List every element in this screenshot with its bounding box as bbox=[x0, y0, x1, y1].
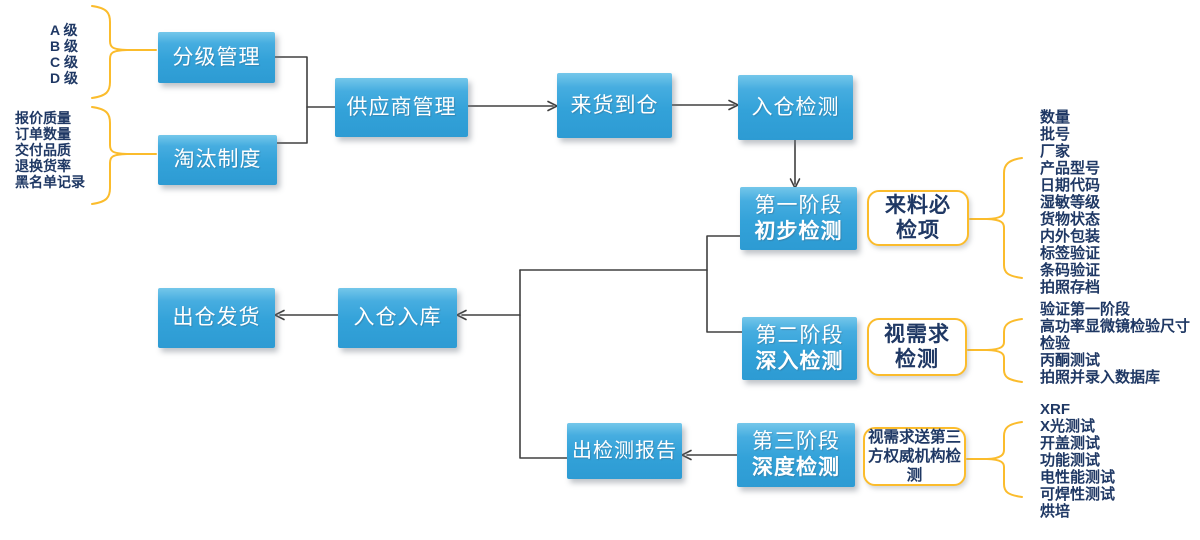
list-item: 视需求 bbox=[884, 323, 950, 346]
list-item: 检验 bbox=[1040, 335, 1071, 352]
connector-stage1-stage2 bbox=[706, 235, 743, 333]
connector-grading-elimination bbox=[274, 56, 308, 144]
list-item: 厂家 bbox=[1040, 143, 1071, 160]
list-item: 拍照存档 bbox=[1040, 279, 1101, 296]
node-inbound-inspection: 入仓检测 bbox=[738, 75, 853, 140]
list-item: 标签验证 bbox=[1040, 245, 1101, 262]
list-item: 验证第一阶段 bbox=[1040, 301, 1131, 318]
node-stage3: 第三阶段 深度检测 bbox=[737, 423, 855, 487]
list-item: 黑名单记录 bbox=[15, 174, 85, 190]
list-item: 视需求送第三 bbox=[867, 429, 961, 446]
node-inspection-report: 出检测报告 bbox=[567, 423, 682, 479]
node-stage1: 第一阶段 初步检测 bbox=[740, 187, 857, 250]
list-item: X光测试 bbox=[1040, 418, 1096, 435]
callout-must-check-items: 来料必检项 bbox=[867, 190, 969, 246]
list-item: 可焊性测试 bbox=[1040, 486, 1116, 503]
list-item: 丙酮测试 bbox=[1040, 352, 1101, 369]
callout-third-party-inspection: 视需求送第三方权威机构检测 bbox=[863, 427, 966, 486]
stage2-checklist: 验证第一阶段高功率显微镜检验尺寸检验丙酮测试拍照并录入数据库 bbox=[1040, 301, 1190, 386]
brace-stage3-list bbox=[986, 421, 1023, 498]
stage1-checklist: 数量批号厂家产品型号日期代码湿敏等级货物状态内外包装标签验证条码验证拍照存档 bbox=[1040, 109, 1100, 296]
node-stage2: 第二阶段 深入检测 bbox=[742, 317, 857, 380]
list-item: 数量 bbox=[1040, 109, 1071, 126]
list-item: 退换货率 bbox=[15, 158, 71, 174]
list-item: 湿敏等级 bbox=[1040, 194, 1101, 211]
connector-junction-vertical bbox=[519, 269, 568, 459]
list-item: 条码验证 bbox=[1040, 262, 1101, 279]
list-item: 日期代码 bbox=[1040, 177, 1101, 194]
brace-grades bbox=[91, 5, 128, 99]
list-item: 功能测试 bbox=[1040, 452, 1101, 469]
brace-stage2-list bbox=[986, 318, 1023, 383]
list-item: A 级 bbox=[50, 22, 78, 38]
list-item: 开盖测试 bbox=[1040, 435, 1101, 452]
list-item: C 级 bbox=[50, 54, 78, 70]
stage3-line2: 深度检测 bbox=[752, 456, 840, 479]
stage2-line2: 深入检测 bbox=[755, 349, 844, 373]
arrowhead-report bbox=[681, 449, 692, 461]
brace-criteria bbox=[91, 106, 128, 205]
list-item: 报价质量 bbox=[15, 110, 71, 126]
list-item: 烘培 bbox=[1040, 503, 1071, 520]
node-supplier-management: 供应商管理 bbox=[335, 78, 468, 137]
list-item: 交付品质 bbox=[15, 142, 71, 158]
node-outbound-shipping: 出仓发货 bbox=[158, 288, 275, 348]
stage1-line2: 初步检测 bbox=[754, 219, 843, 243]
node-grading: 分级管理 bbox=[158, 32, 275, 83]
stage2-line1: 第二阶段 bbox=[755, 323, 844, 347]
list-item: 产品型号 bbox=[1040, 160, 1101, 177]
flow-connectors bbox=[274, 56, 801, 461]
list-item: 货物状态 bbox=[1040, 211, 1101, 228]
list-item: D 级 bbox=[50, 70, 78, 86]
list-item: 订单数量 bbox=[15, 126, 71, 142]
node-warehouse-storage: 入仓入库 bbox=[338, 288, 457, 348]
criteria-list: 报价质量订单数量交付品质退换货率黑名单记录 bbox=[15, 110, 85, 190]
list-item: 批号 bbox=[1040, 126, 1071, 143]
list-item: 测 bbox=[906, 467, 923, 484]
list-item: 内外包装 bbox=[1040, 228, 1101, 245]
node-elimination: 淘汰制度 bbox=[158, 135, 277, 185]
arrowhead-shipping bbox=[274, 309, 285, 321]
node-goods-arrival: 来货到仓 bbox=[557, 73, 672, 138]
stage1-line1: 第一阶段 bbox=[754, 193, 843, 217]
list-item: 电性能测试 bbox=[1040, 469, 1116, 486]
arrowhead-warehouse bbox=[456, 309, 467, 321]
list-item: 拍照并录入数据库 bbox=[1040, 369, 1161, 386]
stage3-line1: 第三阶段 bbox=[752, 430, 840, 453]
list-item: 方权威机构检 bbox=[867, 448, 961, 465]
braces bbox=[91, 5, 1023, 498]
callout-as-needed-inspection: 视需求检测 bbox=[867, 318, 967, 376]
list-item: 检项 bbox=[896, 219, 940, 242]
list-item: B 级 bbox=[50, 38, 78, 54]
list-item: 高功率显微镜检验尺寸 bbox=[1040, 318, 1191, 335]
list-item: 检测 bbox=[895, 348, 939, 371]
brace-stage1-list bbox=[986, 157, 1023, 279]
list-item: 来料必 bbox=[885, 194, 951, 217]
list-item: XRF bbox=[1040, 401, 1070, 418]
